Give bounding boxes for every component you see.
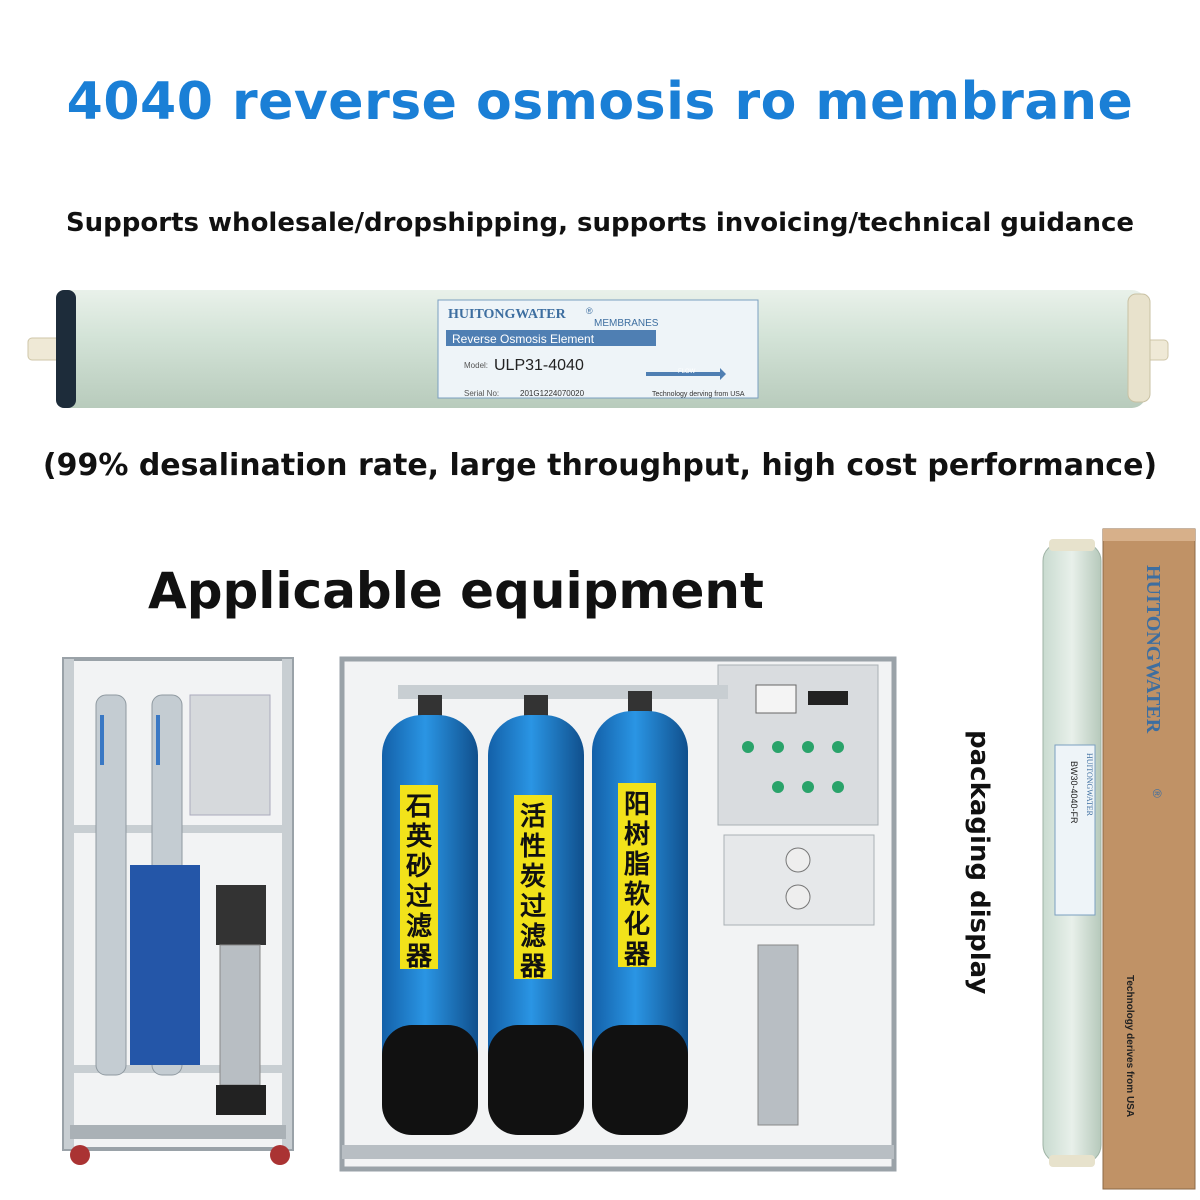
element-brand: HUITONGWATER: [1085, 753, 1094, 817]
tank-3: 阳树脂软化器: [592, 691, 688, 1135]
box-registered: ®: [1150, 789, 1164, 798]
tank-2: 活性炭过滤器: [488, 695, 584, 1135]
element-model: BW30-4040-FR: [1069, 761, 1079, 824]
membrane-serial: 201G1224070020: [520, 389, 585, 398]
tank-3-label: 阳树脂软化器: [623, 790, 651, 970]
filter-system-image: 石英砂过滤器 活性炭过滤器 阳树脂软化器: [339, 656, 897, 1172]
membrane-registered: ®: [586, 306, 593, 316]
ro-unit-image: [62, 657, 294, 1165]
packaging-caption: packaging display: [950, 720, 1010, 1020]
box-tech: Technology derives from USA: [1124, 975, 1135, 1117]
membrane-image: HUITONGWATER ® MEMBRANES Reverse Osmosis…: [27, 290, 1169, 408]
membrane-flow: FLOW: [678, 369, 696, 375]
tank-2-label: 活性炭过滤器: [519, 802, 547, 982]
packaging-caption-text: packaging display: [964, 730, 994, 995]
membrane-membranes: MEMBRANES: [594, 318, 659, 329]
page-title: 4040 reverse osmosis ro membrane: [66, 72, 1134, 132]
box-brand: HUITONGWATER: [1142, 565, 1164, 734]
membrane-label: HUITONGWATER ® MEMBRANES Reverse Osmosis…: [437, 299, 759, 399]
packaging-image: HUITONGWATER ® Technology derives from U…: [1042, 528, 1196, 1190]
membrane-tech: Technology derving from USA: [652, 391, 745, 398]
tank-1: 石英砂过滤器: [382, 695, 478, 1135]
membrane-model: ULP31-4040: [494, 357, 584, 374]
equipment-heading: Applicable equipment: [148, 562, 764, 620]
membrane-serial-label: Serial No:: [464, 389, 499, 398]
membrane-element-type: Reverse Osmosis Element: [452, 332, 595, 346]
membrane-brand: HUITONGWATER: [448, 307, 567, 322]
features-text: (99% desalination rate, large throughput…: [42, 448, 1158, 483]
membrane-model-label: Model:: [464, 361, 488, 370]
tank-1-label: 石英砂过滤器: [405, 792, 433, 972]
service-subtitle: Supports wholesale/dropshipping, support…: [65, 208, 1135, 238]
